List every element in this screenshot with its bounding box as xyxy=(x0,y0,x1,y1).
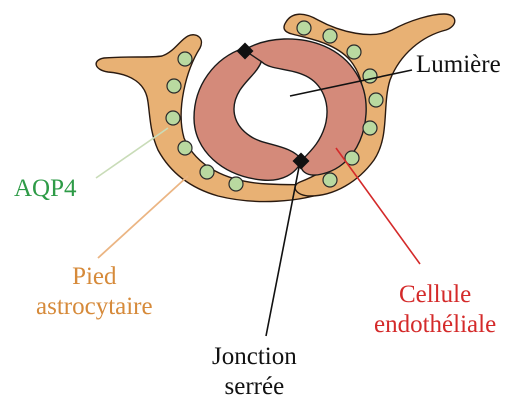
aqp4-channel xyxy=(369,93,383,107)
aqp4-channel xyxy=(323,29,337,43)
label-cellule-line2: endothéliale xyxy=(374,310,496,340)
label-aqp4: AQP4 xyxy=(14,174,77,204)
aqp4-channel xyxy=(166,111,180,125)
label-cellule-endotheliale: Cellule endothéliale xyxy=(374,280,496,340)
aqp4-channel xyxy=(297,21,311,35)
label-pied-line2: astrocytaire xyxy=(36,292,153,322)
label-cellule-line1: Cellule xyxy=(374,280,496,310)
leader-line-cellule xyxy=(336,148,420,264)
aqp4-channel xyxy=(363,69,377,83)
aqp4-channel xyxy=(178,141,192,155)
leader-line-pied xyxy=(98,176,188,258)
aqp4-channel xyxy=(229,177,243,191)
label-pied-line1: Pied xyxy=(36,262,153,292)
label-jonction-serree: Jonction serrée xyxy=(212,342,297,402)
aqp4-channel xyxy=(200,165,214,179)
aqp4-channel xyxy=(167,79,181,93)
aqp4-channel xyxy=(178,52,192,66)
label-aqp4-text: AQP4 xyxy=(14,174,77,204)
aqp4-channel xyxy=(347,45,361,59)
label-lumiere: Lumière xyxy=(416,50,501,80)
aqp4-channel xyxy=(363,121,377,135)
label-jonction-line1: Jonction xyxy=(212,342,297,372)
leader-line-aqp4 xyxy=(96,128,168,178)
label-jonction-line2: serrée xyxy=(212,372,297,402)
aqp4-channel xyxy=(323,173,337,187)
label-pied-astrocytaire: Pied astrocytaire xyxy=(36,262,153,322)
label-lumiere-text: Lumière xyxy=(416,50,501,80)
